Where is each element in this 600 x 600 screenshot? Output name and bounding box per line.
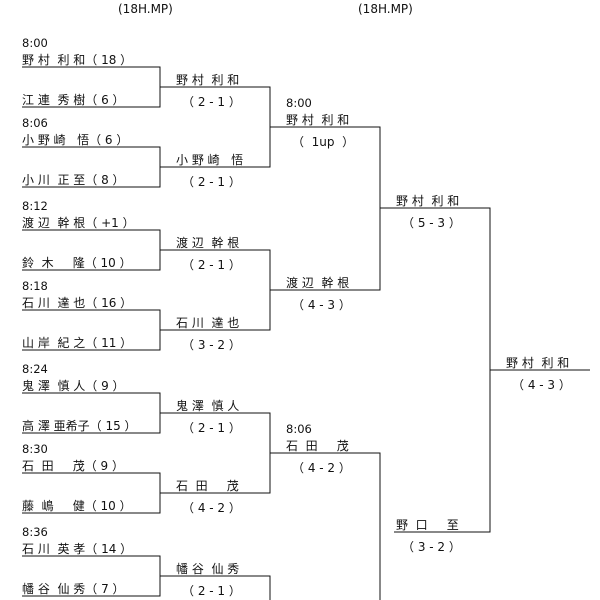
match-score: （ 4 - 2 ）	[292, 461, 351, 475]
match-score: （ 1up ）	[292, 135, 355, 149]
match-time: 8:12	[22, 199, 48, 213]
match-score: （ 3 - 2 ）	[402, 540, 461, 554]
player-entry: 鈴 木 隆（ 10 ）	[22, 256, 132, 270]
player-entry: 幡 谷 仙 秀（ 7 ）	[22, 582, 125, 596]
match-score: （ 4 - 3 ）	[292, 298, 351, 312]
match-score: （ 2 - 1 ）	[182, 584, 241, 598]
player-entry: 渡 辺 幹 根（ +1 ）	[22, 216, 135, 230]
match-score: （ 4 - 2 ）	[182, 501, 241, 515]
winner-name: 野 口 至	[396, 518, 459, 532]
match-time: 8:18	[22, 279, 48, 293]
player-entry: 石 川 達 也（ 16 ）	[22, 296, 133, 310]
match-time: 8:36	[22, 525, 48, 539]
match-time: 8:00	[22, 36, 48, 50]
winner-name: 野 村 利 和	[396, 194, 460, 208]
winner-name: 渡 辺 幹 根	[286, 276, 350, 290]
winner-name: 野 村 利 和	[176, 73, 240, 87]
player-entry: 石 川 英 孝（ 14 ）	[22, 542, 133, 556]
player-entry: 小 川 正 至（ 8 ）	[22, 173, 125, 187]
winner-name: 鬼 澤 慎 人	[176, 399, 240, 413]
match-score: （ 2 - 1 ）	[182, 421, 241, 435]
winner-name: 野 村 利 和	[286, 113, 350, 127]
match-score: （ 4 - 3 ）	[512, 378, 571, 392]
header-left-label: (18H.MP)	[118, 2, 173, 16]
header-right-label: (18H.MP)	[358, 2, 413, 16]
winner-name: 石 田 茂	[286, 439, 349, 453]
player-entry: 藤 嶋 健（ 10 ）	[22, 499, 132, 513]
winner-name: 幡 谷 仙 秀	[176, 562, 240, 576]
winner-name: 小 野 崎 悟	[176, 153, 244, 167]
match-time: 8:30	[22, 442, 48, 456]
player-entry: 野 村 利 和（ 18 ）	[22, 53, 133, 67]
winner-name: 石 田 茂	[176, 479, 239, 493]
match-time: 8:06	[22, 116, 48, 130]
winner-name: 渡 辺 幹 根	[176, 236, 240, 250]
player-entry: 高 澤 亜希子（ 15 ）	[22, 419, 137, 433]
match-score: （ 5 - 3 ）	[402, 216, 461, 230]
winner-name: 野 村 利 和	[506, 356, 570, 370]
match-time: 8:24	[22, 362, 48, 376]
player-entry: 江 連 秀 樹（ 6 ）	[22, 93, 125, 107]
match-time: 8:06	[286, 422, 312, 436]
match-time: 8:00	[286, 96, 312, 110]
match-score: （ 2 - 1 ）	[182, 258, 241, 272]
match-score: （ 3 - 2 ）	[182, 338, 241, 352]
player-entry: 山 岸 紀 之（ 11 ）	[22, 336, 133, 350]
match-score: （ 2 - 1 ）	[182, 175, 241, 189]
match-score: （ 2 - 1 ）	[182, 95, 241, 109]
player-entry: 鬼 澤 慎 人（ 9 ）	[22, 379, 125, 393]
player-entry: 小 野 崎 悟（ 6 ）	[22, 133, 129, 147]
winner-name: 石 川 達 也	[176, 316, 240, 330]
player-entry: 石 田 茂（ 9 ）	[22, 459, 124, 473]
